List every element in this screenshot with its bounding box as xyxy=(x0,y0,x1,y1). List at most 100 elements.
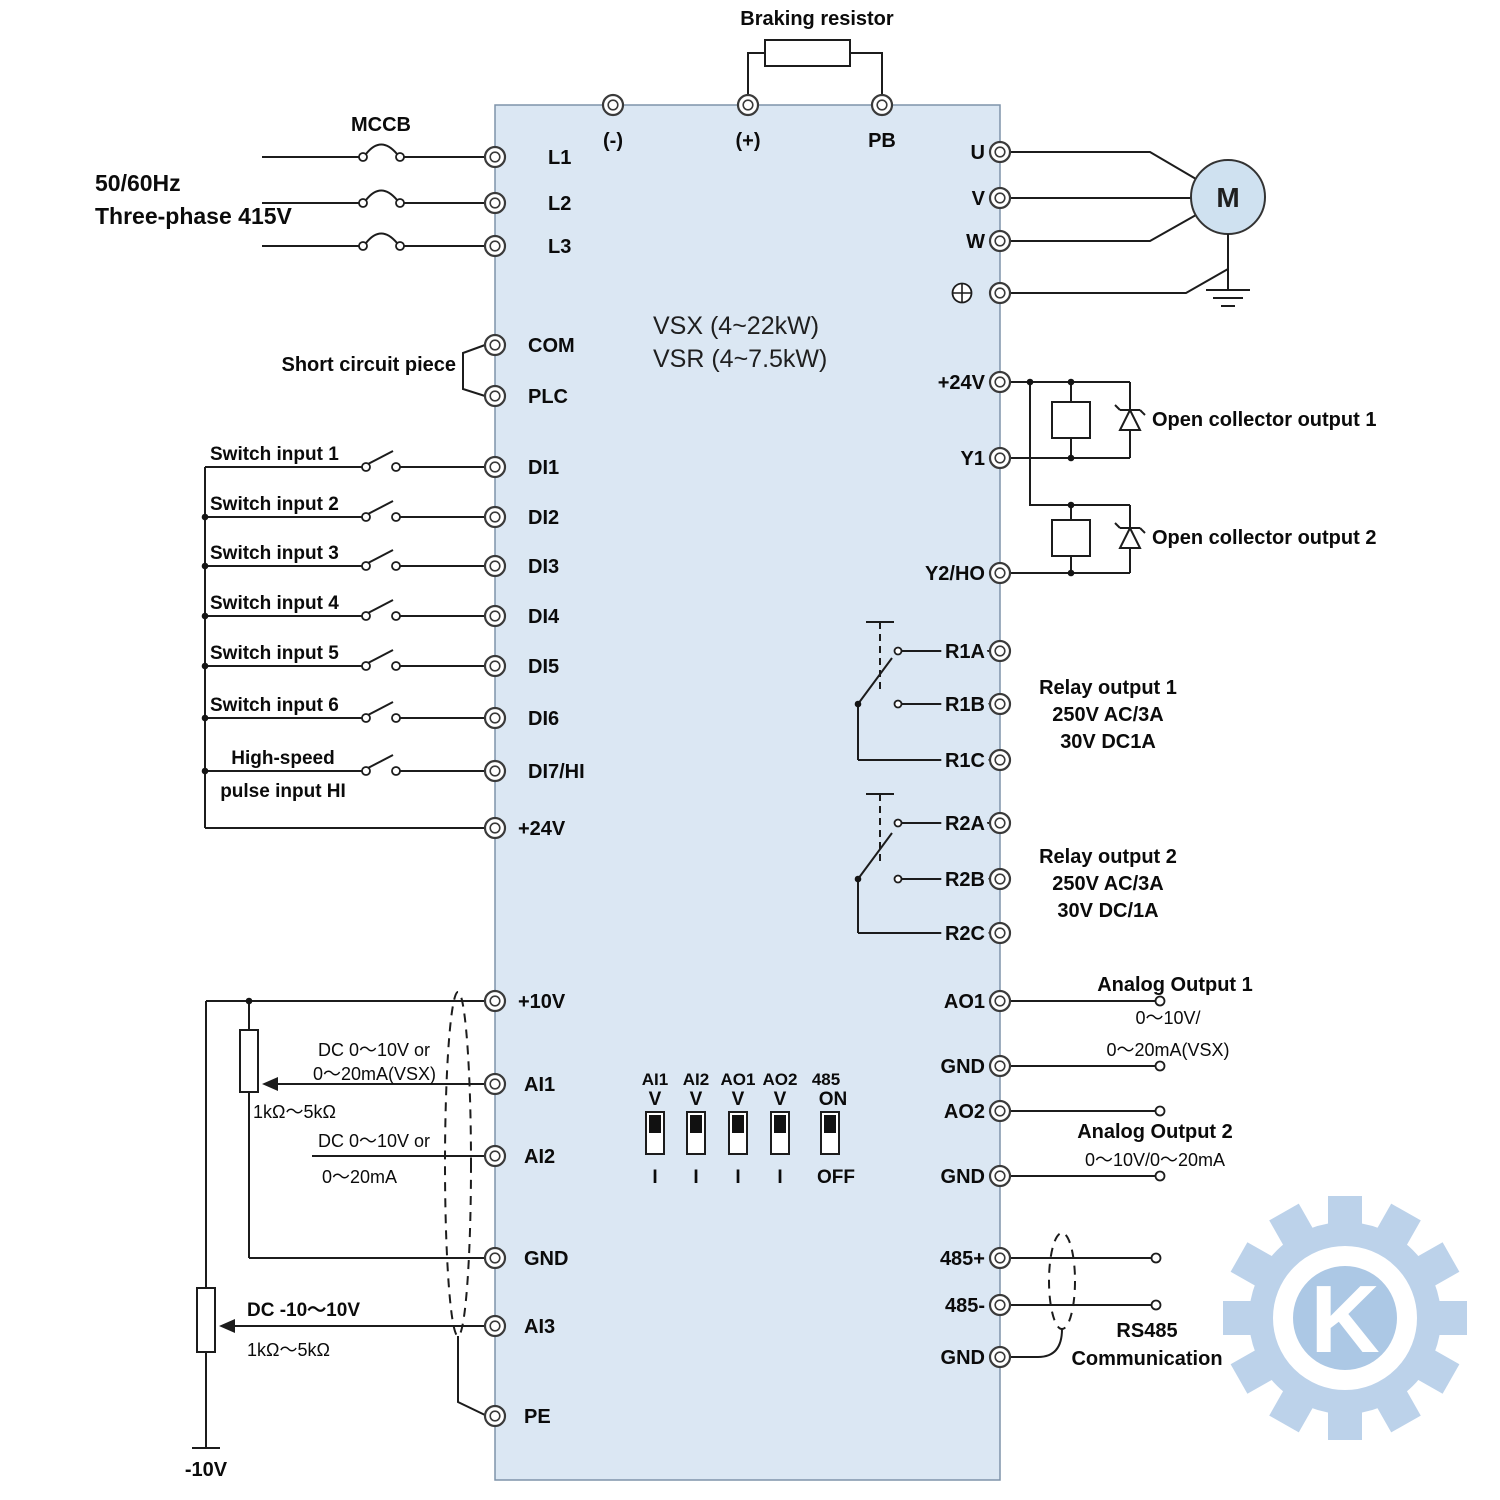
terminal-u xyxy=(988,140,1012,164)
dip-label-ai2: AI2 xyxy=(683,1070,709,1089)
terminal-pb-label: PB xyxy=(868,130,896,152)
potentiometer-1 xyxy=(239,1029,259,1093)
relay2-label-2: 250V AC/3A xyxy=(1052,873,1164,895)
analog-outputs-section: AO1 GND AO2 GND Analog Output 1 0～10V/ 0… xyxy=(941,974,1253,1188)
mccb-breaker-2 xyxy=(358,189,405,208)
terminal-l3-label: L3 xyxy=(548,236,571,258)
model-line2: VSR (4~7.5kW) xyxy=(653,345,827,373)
digital-inputs-section: Switch input 1 Switch input 2 Switch inp… xyxy=(201,444,585,840)
terminal-pe xyxy=(483,1404,507,1428)
terminal-r2b-label: R2B xyxy=(945,869,985,891)
load-box-2 xyxy=(1051,519,1091,557)
switch-symbol-hi xyxy=(361,754,401,776)
terminal-485n-label: 485- xyxy=(945,1295,985,1317)
flyback-diode-2 xyxy=(1114,522,1146,549)
ao1-wire-end xyxy=(1154,995,1166,1007)
terminal-gnd-left-label: GND xyxy=(524,1248,568,1270)
flyback-diode-1 xyxy=(1114,404,1146,431)
dip-v-2: V xyxy=(690,1089,703,1110)
relay2-label-3: 30V DC/1A xyxy=(1057,900,1158,922)
terminal-w-label: W xyxy=(966,231,985,253)
dip-switch-ao1[interactable] xyxy=(728,1111,748,1155)
terminal-485n xyxy=(988,1293,1012,1317)
relay-output-1-section: R1A R1B R1C Relay output 1 250V AC/3A 30… xyxy=(854,621,1177,777)
open-collector-1-label: Open collector output 1 xyxy=(1152,409,1376,431)
frequency-label: 50/60Hz xyxy=(95,170,181,196)
dip-v-4: V xyxy=(774,1089,787,1110)
gnd2-wire-end xyxy=(1154,1170,1166,1182)
cable-shield-2 xyxy=(1048,1232,1076,1330)
terminal-di6-label: DI6 xyxy=(528,708,559,730)
dip-off-label: OFF xyxy=(817,1167,855,1188)
dip-on-label: ON xyxy=(819,1089,848,1110)
terminal-gnd-r1 xyxy=(988,1054,1012,1078)
terminal-di1-label: DI1 xyxy=(528,457,559,479)
terminal-di7-label: DI7/HI xyxy=(528,761,585,783)
rs485-section: 485+ 485- GND RS485 Communication xyxy=(940,1232,1223,1370)
switch-symbol-1 xyxy=(361,450,401,472)
terminal-l1 xyxy=(483,145,507,169)
terminal-ai3 xyxy=(483,1314,507,1338)
terminal-w xyxy=(988,229,1012,253)
terminal-v-label: V xyxy=(972,188,986,210)
terminal-u-label: U xyxy=(971,142,985,164)
mccb-label: MCCB xyxy=(351,114,411,136)
terminal-l2 xyxy=(483,191,507,215)
terminal-gnd-left xyxy=(483,1246,507,1270)
terminal-di6 xyxy=(483,706,507,730)
terminal-24v-right-label: +24V xyxy=(938,372,986,394)
dip-label-ao2: AO2 xyxy=(763,1070,798,1089)
dip-switch-ai2[interactable] xyxy=(686,1111,706,1155)
terminal-di4 xyxy=(483,604,507,628)
terminal-ai2 xyxy=(483,1144,507,1168)
ai2-note-1: DC 0～10V or xyxy=(318,1131,430,1151)
relay1-label-3: 30V DC1A xyxy=(1060,731,1156,753)
rs485-label-1: RS485 xyxy=(1116,1320,1177,1342)
terminal-gnd-r2-label: GND xyxy=(941,1166,985,1188)
com-plc-section: COM PLC Short circuit piece xyxy=(282,333,575,408)
terminal-l1-label: L1 xyxy=(548,147,571,169)
analog-output-2-label: Analog Output 2 xyxy=(1077,1121,1233,1143)
terminal-y2 xyxy=(988,561,1012,585)
terminal-485p xyxy=(988,1246,1012,1270)
model-line1: VSX (4~22kW) xyxy=(653,312,819,340)
terminal-di3-label: DI3 xyxy=(528,556,559,578)
dip-switch-485[interactable] xyxy=(820,1111,840,1155)
terminal-l3 xyxy=(483,234,507,258)
terminal-di7 xyxy=(483,759,507,783)
gnd1-wire-end xyxy=(1154,1060,1166,1072)
terminal-di2 xyxy=(483,505,507,529)
inverter-block xyxy=(494,104,1001,1481)
mccb-breaker-1 xyxy=(358,143,405,162)
terminal-r1b xyxy=(988,692,1012,716)
terminal-r2b xyxy=(988,867,1012,891)
switch-symbol-6 xyxy=(361,701,401,723)
terminal-plus xyxy=(736,93,760,117)
terminal-di4-label: DI4 xyxy=(528,606,560,628)
watermark-letter: K xyxy=(1310,1266,1379,1373)
switch-symbol-2 xyxy=(361,500,401,522)
dip-v-1: V xyxy=(649,1089,662,1110)
high-speed-label-1: High-speed xyxy=(231,748,334,769)
mccb-breaker-3 xyxy=(358,232,405,251)
terminal-ao1-label: AO1 xyxy=(944,991,985,1013)
high-speed-label-2: pulse input HI xyxy=(220,781,346,802)
braking-resistor-label: Braking resistor xyxy=(740,8,894,30)
terminal-earth xyxy=(988,281,1012,305)
terminal-di5 xyxy=(483,654,507,678)
terminal-di1 xyxy=(483,455,507,479)
ai3-note: DC -10～10V xyxy=(247,1300,360,1321)
dip-label-ao1: AO1 xyxy=(721,1070,756,1089)
switch-symbol-3 xyxy=(361,549,401,571)
switch-symbol-4 xyxy=(361,599,401,621)
dip-switch-ai1[interactable] xyxy=(645,1111,665,1155)
terminal-24v-left-label: +24V xyxy=(518,818,566,840)
terminal-pe-label: PE xyxy=(524,1406,551,1428)
terminal-com-label: COM xyxy=(528,335,575,357)
terminal-r1b-label: R1B xyxy=(945,694,985,716)
terminal-r2c xyxy=(988,921,1012,945)
dip-switch-ao2[interactable] xyxy=(770,1111,790,1155)
terminal-ao1 xyxy=(988,989,1012,1013)
relay2-label-1: Relay output 2 xyxy=(1039,846,1177,868)
ai2-note-2: 0～20mA xyxy=(322,1167,397,1187)
